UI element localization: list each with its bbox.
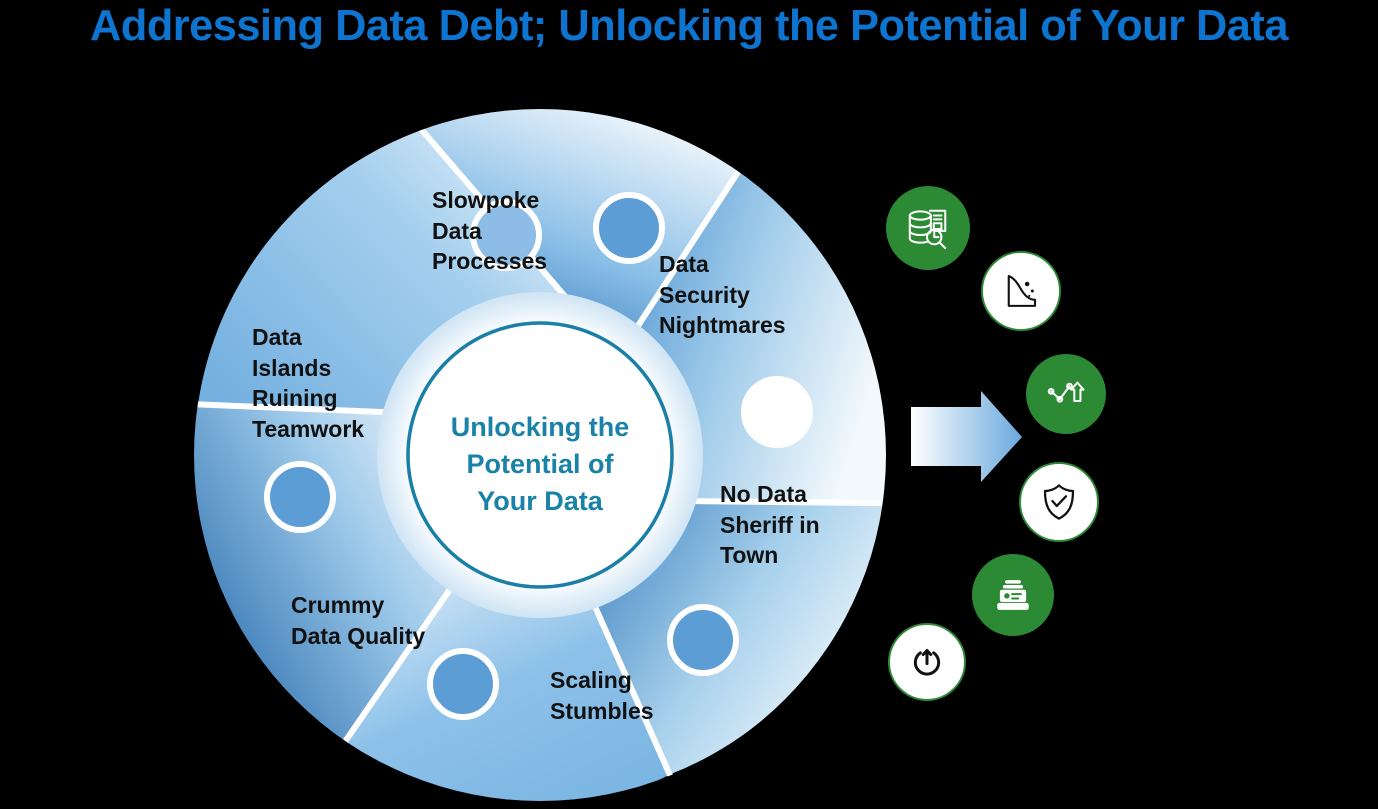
- outcome-icon-shield-check[interactable]: [1019, 462, 1099, 542]
- center-circle[interactable]: [406, 321, 674, 589]
- outcome-icon-power-reset[interactable]: [888, 623, 966, 701]
- power-reset-icon: [913, 649, 941, 676]
- label-no-data-sheriff-in-town: No Data Sheriff in Town: [720, 481, 820, 568]
- segment-data-islands-ruining-teamwork[interactable]: [197, 129, 589, 413]
- trend-up-chart-icon: [1047, 381, 1085, 403]
- segment-slowpoke-data-processes[interactable]: [421, 87, 763, 329]
- label-slowpoke-data-processes: Slowpoke Data Processes: [432, 187, 548, 274]
- shield-check-icon: [1043, 484, 1075, 520]
- outcome-icon-trend-up[interactable]: [1026, 354, 1106, 434]
- archive-box-icon: [997, 580, 1029, 610]
- outcome-icon-landslide[interactable]: [981, 251, 1061, 331]
- segment-data-security-nightmares[interactable]: [636, 134, 899, 504]
- landslide-erosion-icon: [1007, 275, 1037, 307]
- outcome-icon-database-search[interactable]: [886, 186, 970, 270]
- puzzle-knobs: [264, 192, 813, 720]
- label-data-islands-ruining-teamwork: Data Islands Ruining Teamwork: [252, 324, 365, 442]
- outcome-icon-archive-box[interactable]: [972, 554, 1054, 636]
- database-search-icon: [908, 209, 947, 250]
- label-data-security-nightmares: Data Security Nightmares: [659, 251, 786, 338]
- page-title: Addressing Data Debt; Unlocking the Pote…: [90, 1, 1288, 50]
- label-scaling-stumbles: Scaling Stumbles: [550, 667, 654, 724]
- center-label: Unlocking the Potential of Your Data: [450, 412, 630, 516]
- label-crummy-data-quality: Crummy Data Quality: [291, 592, 426, 649]
